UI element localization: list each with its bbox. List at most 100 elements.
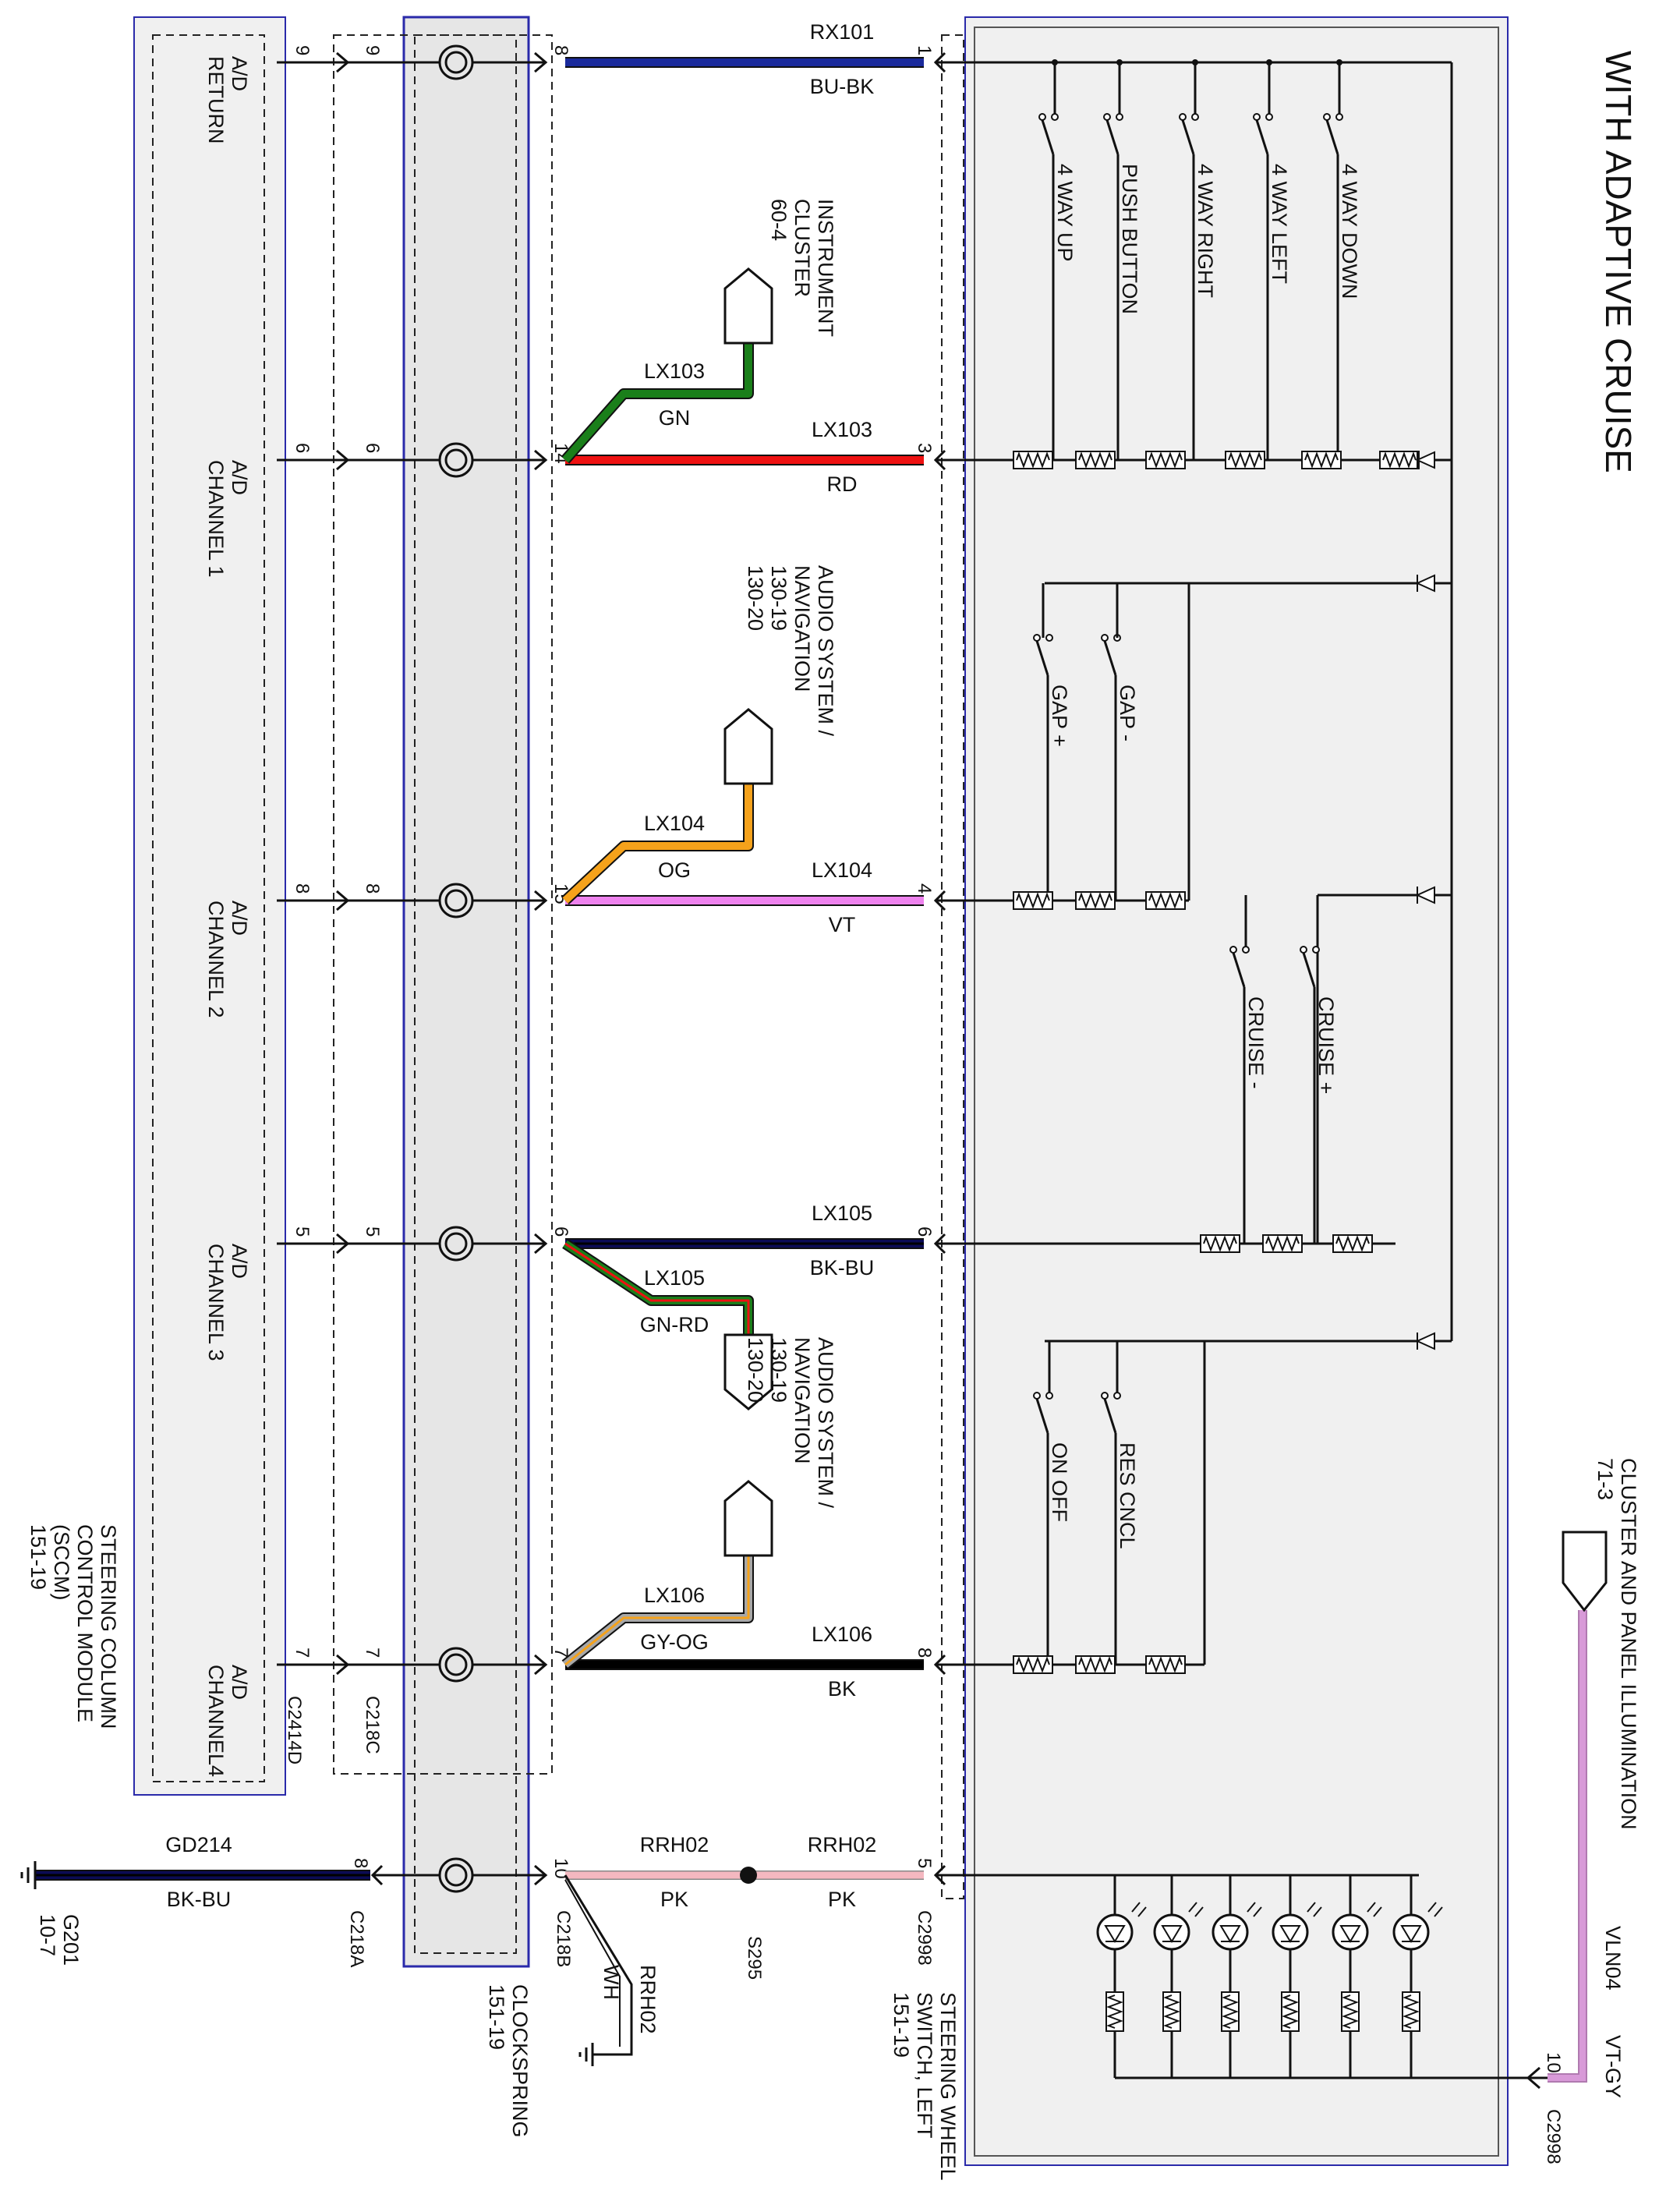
resistor-zigzag	[1078, 451, 1112, 469]
sccm-module-label: 151-19	[27, 1524, 50, 1590]
connector-chevron	[534, 1654, 548, 1676]
switch-label: 4 WAY DOWN	[1338, 164, 1361, 299]
switch-contact	[1113, 1392, 1121, 1400]
led-rays	[1131, 1902, 1147, 1917]
switch-label: 4 WAY UP	[1053, 164, 1077, 262]
wire-color-label: BK-BU	[810, 1256, 875, 1279]
resistor-zigzag	[1203, 1235, 1237, 1252]
switch-inner-box	[974, 27, 1499, 2157]
resistor-zigzag	[1382, 451, 1417, 469]
clockspring-coil	[438, 442, 474, 478]
feed-color-label: VT-GY	[1601, 2035, 1625, 2098]
sccm-pin-number: 7	[292, 1647, 313, 1658]
clockspring-inner-dashed	[414, 34, 517, 1954]
switch-label: PUSH BUTTON	[1118, 164, 1141, 314]
switch-blade	[1105, 119, 1120, 155]
sccm-pin-label: A/D	[228, 1244, 251, 1279]
clockspring-label: CLOCKSPRING	[508, 1984, 532, 2138]
switch-contact	[1312, 946, 1320, 954]
switch-contact	[1229, 946, 1237, 954]
drain-wire-shield	[564, 1879, 621, 2047]
switch-blade	[1103, 640, 1117, 676]
ground-label: G201	[59, 1914, 83, 1966]
clockspring-coil	[438, 1647, 474, 1683]
switch-blade	[1041, 119, 1055, 155]
switch-contact	[1033, 1392, 1041, 1400]
illumination-destination-label: CLUSTER AND PANEL ILLUMINATION	[1617, 1458, 1640, 1830]
switch-contact	[1242, 946, 1250, 954]
c218b-label: C218B	[553, 1910, 574, 1967]
drain-color-label: WH	[600, 1965, 623, 2000]
c218b-pin-number: 8	[550, 45, 571, 55]
switch-contact	[1335, 113, 1343, 121]
ground-circuit-label: GD214	[165, 1833, 232, 1856]
resistor-zigzag	[1148, 892, 1183, 909]
switch-contact	[1265, 113, 1273, 121]
switch-label: 4 WAY RIGHT	[1194, 164, 1217, 298]
branch-wire	[562, 784, 752, 904]
branch-destination-label: CLUSTER	[791, 199, 814, 297]
switch-contact	[1033, 634, 1041, 642]
feed-pin-number: 10	[1543, 2052, 1564, 2073]
c218c-pin-number: 5	[362, 1226, 383, 1237]
drain-circuit-label: RRH02	[636, 1965, 660, 2034]
clockspring-coil	[438, 44, 474, 80]
branch-wire-stripe	[564, 1555, 750, 1666]
branch-color-label: OG	[658, 858, 691, 882]
led-rays	[1188, 1902, 1204, 1917]
drain-wire	[564, 1874, 633, 2056]
switch-blade	[1325, 119, 1339, 155]
c2998-pin-number: 4	[914, 883, 935, 894]
branch-destination-label: 130-19	[767, 565, 791, 631]
c218c-label: C218C	[362, 1696, 383, 1754]
clockspring-coil	[438, 1226, 474, 1262]
switch-contact	[1253, 113, 1261, 121]
switch-label: 4 WAY LEFT	[1268, 164, 1291, 284]
sccm-inner-dashed	[152, 34, 265, 1782]
wire-color-label: BU-BK	[810, 75, 875, 98]
led-rays	[1247, 1902, 1262, 1917]
splice-label: S295	[744, 1936, 765, 1980]
connector-chevron	[534, 51, 548, 73]
led-rays	[1307, 1902, 1322, 1917]
sccm-module-label: STEERING COLUMN	[97, 1524, 120, 1729]
branch-destination-label: 130-20	[744, 1337, 767, 1403]
c2998-label: C2998	[1543, 2109, 1564, 2164]
switch-blade	[1035, 1398, 1049, 1434]
led-arrow	[1104, 1925, 1126, 1943]
c2998-pin-number: 8	[914, 1647, 935, 1658]
diode	[1415, 574, 1435, 593]
wire-color-label: VT	[829, 913, 856, 936]
illumination-circuit-label: RRH02	[808, 1833, 877, 1856]
switch-contact	[1101, 1392, 1109, 1400]
resistor-zigzag	[1148, 1656, 1183, 1673]
sccm-pin-label: CHANNEL 3	[204, 1244, 228, 1361]
resistor-zigzag	[1335, 1235, 1370, 1252]
junction-dot	[1336, 59, 1342, 65]
wire-color-label: RD	[827, 472, 858, 496]
branch-wire-stripe	[564, 1242, 750, 1335]
switch-contact	[1103, 113, 1111, 121]
branch-destination-label: NAVIGATION	[791, 565, 814, 692]
connector-chevron	[534, 1233, 548, 1255]
branch-destination-label: 130-20	[744, 565, 767, 631]
c218c-pin-number: 8	[362, 883, 383, 894]
switch-blade	[1232, 952, 1246, 988]
sccm-module-label: CONTROL MODULE	[73, 1524, 97, 1722]
junction-dot	[1192, 59, 1198, 65]
junction-dot	[1266, 59, 1272, 65]
branch-destination-label: AUDIO SYSTEM /	[814, 1337, 837, 1509]
circuit-label: LX104	[812, 858, 872, 882]
resistor-zigzag	[1078, 892, 1112, 909]
clockspring-coil	[444, 1653, 468, 1676]
sccm-pin-number: 8	[292, 883, 313, 894]
branch-connector	[723, 1480, 773, 1557]
clockspring-coil	[438, 883, 474, 918]
clockspring-coil	[438, 1857, 474, 1893]
resistor-zigzag	[1148, 451, 1183, 469]
sccm-pin-label: CHANNEL 1	[204, 460, 228, 578]
c218a-pin-number: 8	[350, 1858, 371, 1868]
branch-circuit-label: LX104	[644, 812, 705, 835]
sccm-pin-label: A/D	[228, 460, 251, 495]
